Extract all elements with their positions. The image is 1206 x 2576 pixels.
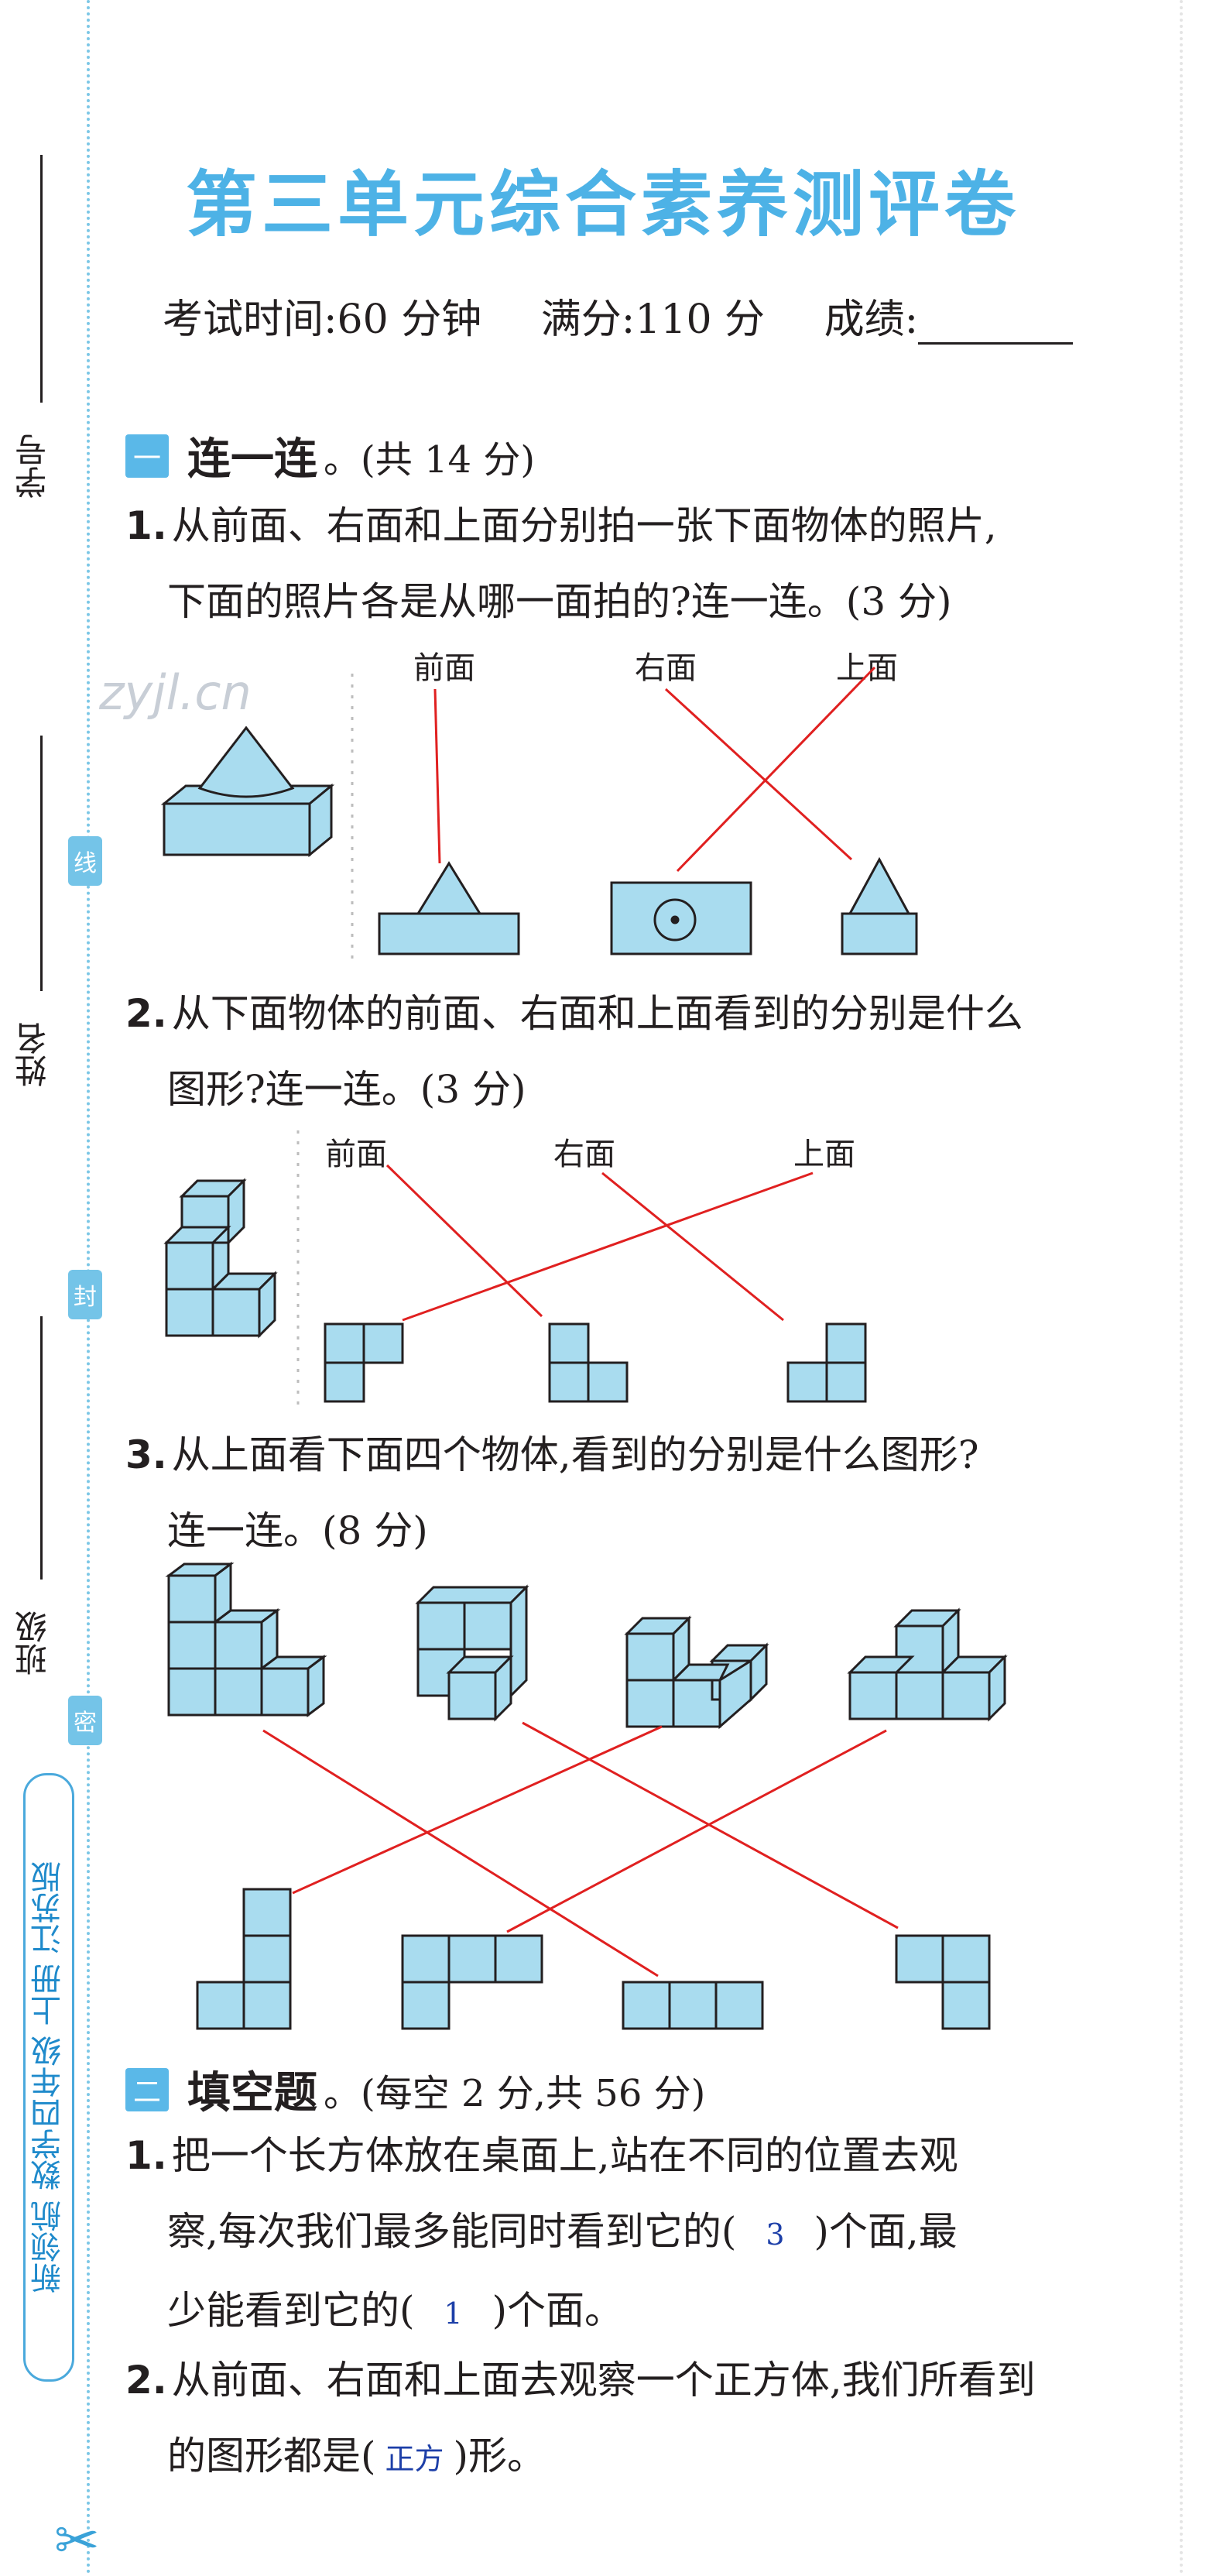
q-text: 连一连。(8 分) (167, 1508, 428, 1553)
q-number: 2. (125, 2358, 167, 2403)
question-1-3: 3.从上面看下面四个物体,看到的分别是什么图形? 连一连。(8 分) (125, 1417, 1147, 1569)
q-number: 3. (125, 1432, 167, 1477)
label-top: 上面 (836, 650, 898, 686)
scissors-icon: ✂ (54, 2509, 100, 2572)
question-1-2: 2.从下面物体的前面、右面和上面看到的分别是什么 图形?连一连。(3 分) (125, 976, 1147, 1127)
section-1-name: 连一连 (187, 434, 317, 485)
q-text: 图形?连一连。(3 分) (167, 1067, 526, 1112)
q-text: 察,每次我们最多能同时看到它的( (167, 2209, 737, 2254)
section-1-points: 。(共 14 分) (324, 437, 536, 482)
score-blank[interactable] (918, 311, 1074, 345)
cut-mark-mi: 密 (68, 1696, 102, 1745)
q1-figure (160, 666, 918, 960)
exam-time: 考试时间:60 分钟 (163, 297, 482, 343)
q-text: 从前面、右面和上面去观察一个正方体,我们所看到 (171, 2358, 1036, 2403)
question-2-2: 2.从前面、右面和上面去观察一个正方体,我们所看到 的图形都是( 正方 )形。 (125, 2342, 1147, 2497)
class-blank (40, 1316, 43, 1580)
section-2-badge: 二 (125, 2067, 169, 2111)
q1-answer-lines (433, 666, 876, 873)
score-label: 成绩: (824, 297, 919, 343)
q-text: 从上面看下面四个物体,看到的分别是什么图形? (171, 1432, 979, 1477)
top-view-3[interactable] (622, 1981, 764, 2030)
answer-line (433, 688, 441, 864)
brand-tab: 新领航 数学四年级 上册 江苏版 (23, 1773, 74, 2382)
section-2-header: 二 填空题 。(每空 2 分,共 56 分) (125, 2058, 705, 2121)
cut-mark-feng: 封 (68, 1270, 102, 1319)
q-text: )个面。 (492, 2288, 624, 2333)
q-number: 1. (125, 2133, 167, 2178)
answer-line (522, 1721, 899, 1929)
label-right: 右面 (553, 1137, 615, 1172)
photo-top[interactable] (610, 881, 752, 955)
photo-right[interactable] (841, 856, 918, 955)
object-3 (624, 1615, 769, 1730)
q2-figure (163, 1130, 867, 1409)
answer-line (664, 688, 853, 861)
watermark: zyjl.cn (99, 664, 252, 721)
exam-info: 考试时间:60 分钟 满分:110 分 成绩: (163, 286, 1074, 345)
view-shape-b[interactable] (548, 1322, 629, 1403)
answer-line (601, 1171, 784, 1322)
top-view-4[interactable] (895, 1934, 991, 2030)
section-2-points: 。(每空 2 分,共 56 分) (324, 2071, 706, 2115)
answer-line (506, 1729, 887, 1933)
q2-answer-lines (385, 1164, 814, 1322)
label-right: 右面 (635, 650, 697, 686)
answer-line (385, 1164, 543, 1318)
q-text: 下面的照片各是从哪一面拍的?连一连。(3 分) (167, 579, 952, 624)
view-shape-a[interactable] (324, 1322, 404, 1403)
right-dotted-line (1180, 0, 1183, 2576)
section-1-header: 一 连一连 。(共 14 分) (125, 424, 535, 487)
q-text: )个面,最 (814, 2209, 958, 2254)
section-2-name: 填空题 (187, 2068, 317, 2118)
section-1-badge: 一 (125, 434, 169, 478)
q-text: 少能看到它的( (167, 2288, 415, 2333)
q-text: 的图形都是( (167, 2434, 376, 2478)
q-text: 把一个长方体放在桌面上,站在不同的位置去观 (171, 2133, 958, 2178)
student-no-blank (40, 155, 43, 403)
cone-on-slab-figure (160, 725, 335, 858)
cut-mark-xian: 线 (68, 836, 102, 886)
q-number: 1. (125, 503, 167, 548)
answer-blank-2[interactable]: 1 (444, 2296, 463, 2331)
label-front: 前面 (413, 650, 475, 686)
view-shape-c[interactable] (786, 1322, 867, 1403)
question-1-1: 1.从前面、右面和上面分别拍一张下面物体的照片, 下面的照片各是从哪一面拍的?连… (125, 488, 1147, 640)
label-top: 上面 (793, 1137, 855, 1172)
answer-line (292, 1725, 663, 1895)
name-blank (40, 736, 43, 991)
q3-figure (165, 1562, 1008, 2030)
cube-stack-figure (163, 1178, 278, 1339)
answer-blank-3[interactable]: 正方 (385, 2442, 444, 2476)
question-2-1: 1.把一个长方体放在桌面上,站在不同的位置去观 察,每次我们最多能同时看到它的(… (125, 2118, 1147, 2351)
photo-front[interactable] (378, 861, 520, 955)
answer-blank-1[interactable]: 3 (766, 2218, 785, 2252)
page-title: 第三单元综合素养测评卷 (185, 163, 1020, 246)
full-score: 满分:110 分 (540, 297, 766, 343)
object-4 (847, 1607, 1008, 1722)
q3-answer-lines (262, 1721, 899, 1977)
q-text: 从前面、右面和上面分别拍一张下面物体的照片, (171, 503, 997, 548)
answer-line (262, 1729, 659, 1977)
label-front: 前面 (325, 1137, 387, 1172)
q-number: 2. (125, 991, 167, 1036)
q-text: 从下面物体的前面、右面和上面看到的分别是什么 (171, 991, 1023, 1036)
binding-margin: 学号 姓名 班级 线 封 密 新领航 数学四年级 上册 江苏版 ✂ (0, 0, 102, 2576)
answer-line (676, 666, 876, 873)
q-text: )形。 (453, 2434, 546, 2478)
top-view-2[interactable] (401, 1934, 543, 2030)
answer-line (402, 1171, 814, 1322)
top-view-1[interactable] (196, 1888, 292, 2030)
object-2 (415, 1584, 529, 1722)
object-1 (165, 1562, 327, 1717)
